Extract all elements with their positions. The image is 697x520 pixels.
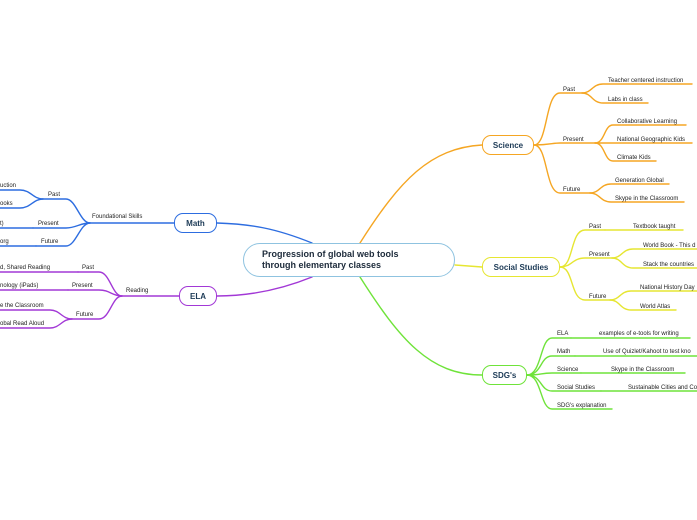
math-past-item[interactable]: ooks <box>0 201 13 207</box>
math-present-label[interactable]: Present <box>38 221 59 227</box>
social-studies-topic[interactable]: Social Studies <box>482 257 560 277</box>
ela-future-item[interactable]: obal Read Aloud <box>0 321 45 327</box>
social-present-item[interactable]: Stack the countries <box>643 262 695 268</box>
social-future-item[interactable]: National History Day <box>640 285 695 291</box>
ela-future-item[interactable]: e the Classroom <box>0 303 44 309</box>
sdg-social-item[interactable]: Sustainable Cities and Co <box>628 385 697 391</box>
ela-past-item[interactable]: d, Shared Reading <box>0 265 51 271</box>
social-present-label[interactable]: Present <box>589 252 610 258</box>
ela-connectors <box>0 271 313 329</box>
ela-present-label[interactable]: Present <box>72 283 93 289</box>
science-future-label[interactable]: Future <box>563 187 581 193</box>
math-branch-label[interactable]: Foundational Skills <box>92 214 143 220</box>
social-future-item[interactable]: World Atlas <box>640 304 671 310</box>
sdg-science-label[interactable]: Science <box>557 367 579 373</box>
math-past-item[interactable]: uction <box>0 183 17 189</box>
social-past-item[interactable]: Textbook taught <box>633 224 676 230</box>
ela-present-item[interactable]: nology (iPads) <box>0 283 39 289</box>
science-present-label[interactable]: Present <box>563 137 584 143</box>
math-topic[interactable]: Math <box>174 213 217 233</box>
sdg-social-label[interactable]: Social Studies <box>557 385 596 391</box>
sdg-ela-label[interactable]: ELA <box>557 331 569 337</box>
social-connectors <box>454 229 697 311</box>
ela-past-label[interactable]: Past <box>82 265 95 271</box>
science-present-item[interactable]: Collaborative Learning <box>617 119 678 125</box>
sdg-topic[interactable]: SDG's <box>482 365 527 385</box>
math-past-label[interactable]: Past <box>48 192 61 198</box>
science-past-item[interactable]: Teacher centered instruction <box>608 78 684 84</box>
ela-branch-label[interactable]: Reading <box>126 288 149 294</box>
science-present-item[interactable]: National Geographic Kids <box>617 137 686 143</box>
sdg-explanation[interactable]: SDG's explanation <box>557 403 607 409</box>
math-future-item[interactable]: org <box>0 239 9 245</box>
science-future-item[interactable]: Skype in the Classroom <box>615 196 679 202</box>
central-topic[interactable]: Progression of global web tools through … <box>243 243 455 277</box>
social-future-label[interactable]: Future <box>589 294 607 300</box>
science-topic[interactable]: Science <box>482 135 534 155</box>
ela-future-label[interactable]: Future <box>76 312 94 318</box>
science-present-item[interactable]: Climate Kids <box>617 155 651 161</box>
sdg-connectors <box>359 276 697 410</box>
sdg-science-item[interactable]: Skype in the Classroom <box>611 367 675 373</box>
math-future-label[interactable]: Future <box>41 239 59 245</box>
science-connectors <box>359 83 693 244</box>
math-present-item[interactable]: t) <box>0 221 4 227</box>
sdg-math-item[interactable]: Use of Quizlet/Kahoot to test kno <box>603 349 691 355</box>
sdg-math-label[interactable]: Math <box>557 349 571 355</box>
central-title-line-1: Progression of global web tools <box>262 249 399 259</box>
science-past-label[interactable]: Past <box>563 87 576 93</box>
math-connectors <box>0 189 313 247</box>
ela-topic[interactable]: ELA <box>179 286 217 306</box>
social-present-item[interactable]: World Book - This d <box>643 243 696 249</box>
science-future-item[interactable]: Generation Global <box>615 178 664 184</box>
social-past-label[interactable]: Past <box>589 224 602 230</box>
central-title-line-2: through elementary classes <box>262 260 382 270</box>
sdg-ela-item[interactable]: examples of e-tools for writing <box>599 331 679 337</box>
science-past-item[interactable]: Labs in class <box>608 97 643 103</box>
